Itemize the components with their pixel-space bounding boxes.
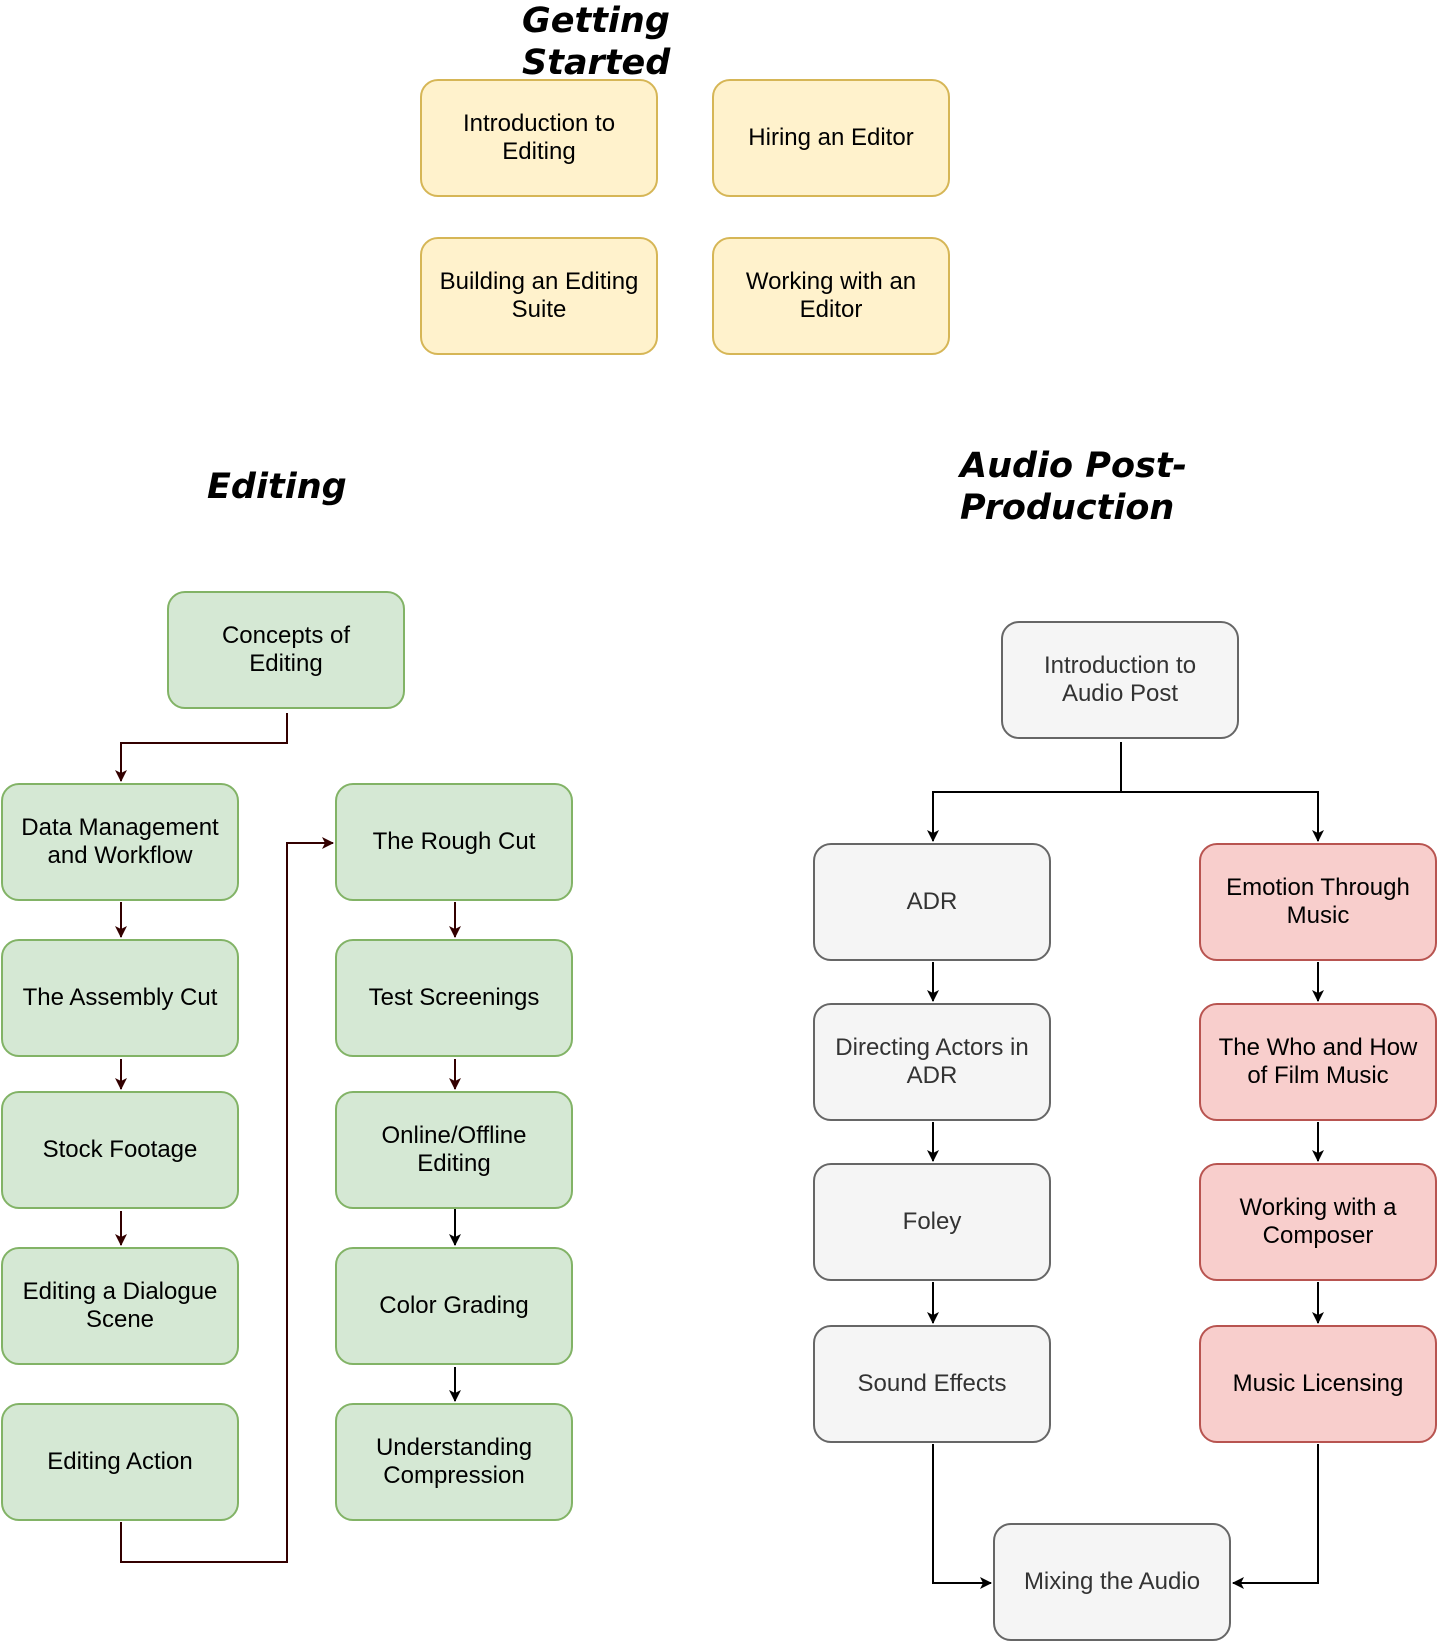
- node-label: Music Licensing: [1232, 1369, 1404, 1397]
- title-audio-post-production: Audio Post-Production: [960, 446, 1188, 528]
- node-working-with-an-editor[interactable]: Working with an Editor: [712, 237, 950, 355]
- node-label: Introduction to Editing: [462, 109, 616, 165]
- node-mixing-the-audio[interactable]: Mixing the Audio: [993, 1523, 1231, 1641]
- node-label: Test Screenings: [368, 983, 540, 1011]
- title-getting-started: Getting Started: [522, 1, 671, 83]
- node-label: Sound Effects: [857, 1369, 1007, 1397]
- node-the-assembly-cut[interactable]: The Assembly Cut: [1, 939, 239, 1057]
- node-label: The Who and How of Film Music: [1218, 1033, 1418, 1089]
- node-label: Online/Offline Editing: [381, 1121, 527, 1177]
- edge-action-to-rough: [120, 837, 334, 1563]
- node-label: Emotion Through Music: [1226, 873, 1410, 929]
- node-label: ADR: [906, 887, 958, 915]
- node-label: The Rough Cut: [372, 827, 536, 855]
- node-test-screenings[interactable]: Test Screenings: [335, 939, 573, 1057]
- node-stock-footage[interactable]: Stock Footage: [1, 1091, 239, 1209]
- node-the-who-and-how-of-film-music[interactable]: The Who and How of Film Music: [1199, 1003, 1437, 1121]
- node-label: Mixing the Audio: [1023, 1567, 1201, 1595]
- node-label: Data Management and Workflow: [21, 813, 219, 869]
- node-editing-a-dialogue-scene[interactable]: Editing a Dialogue Scene: [1, 1247, 239, 1365]
- edge-concepts-to-data: [115, 713, 288, 782]
- node-data-management-and-workflow[interactable]: Data Management and Workflow: [1, 783, 239, 901]
- node-label: Hiring an Editor: [748, 123, 914, 151]
- node-label: Working with an Editor: [745, 267, 917, 323]
- node-adr[interactable]: ADR: [813, 843, 1051, 961]
- node-online-offline-editing[interactable]: Online/Offline Editing: [335, 1091, 573, 1209]
- node-introduction-to-audio-post[interactable]: Introduction to Audio Post: [1001, 621, 1239, 739]
- node-color-grading[interactable]: Color Grading: [335, 1247, 573, 1365]
- node-working-with-a-composer[interactable]: Working with a Composer: [1199, 1163, 1437, 1281]
- node-label: Directing Actors in ADR: [835, 1033, 1029, 1089]
- node-label: Building an Editing Suite: [439, 267, 639, 323]
- node-editing-action[interactable]: Editing Action: [1, 1403, 239, 1521]
- title-editing: Editing: [207, 467, 347, 507]
- node-concepts-of-editing[interactable]: Concepts of Editing: [167, 591, 405, 709]
- node-directing-actors-in-adr[interactable]: Directing Actors in ADR: [813, 1003, 1051, 1121]
- node-the-rough-cut[interactable]: The Rough Cut: [335, 783, 573, 901]
- node-label: Foley: [902, 1207, 962, 1235]
- node-building-an-editing-suite[interactable]: Building an Editing Suite: [420, 237, 658, 355]
- node-sound-effects[interactable]: Sound Effects: [813, 1325, 1051, 1443]
- node-label: Stock Footage: [42, 1135, 198, 1163]
- node-label: Editing a Dialogue Scene: [22, 1277, 218, 1333]
- edge-sfx-to-mixing: [932, 1444, 992, 1589]
- node-label: Color Grading: [379, 1291, 529, 1319]
- node-foley[interactable]: Foley: [813, 1163, 1051, 1281]
- node-label: Concepts of Editing: [221, 621, 351, 677]
- node-label: Understanding Compression: [375, 1433, 533, 1489]
- node-label: Editing Action: [47, 1447, 193, 1475]
- edge-intro-to-adr: [927, 742, 1122, 842]
- node-introduction-to-editing[interactable]: Introduction to Editing: [420, 79, 658, 197]
- node-music-licensing[interactable]: Music Licensing: [1199, 1325, 1437, 1443]
- edge-intro-to-emotion: [1121, 791, 1324, 842]
- node-understanding-compression[interactable]: Understanding Compression: [335, 1403, 573, 1521]
- node-label: Introduction to Audio Post: [1043, 651, 1197, 707]
- edge-licensing-to-mixing: [1232, 1444, 1319, 1589]
- node-hiring-an-editor[interactable]: Hiring an Editor: [712, 79, 950, 197]
- node-label: Working with a Composer: [1239, 1193, 1397, 1249]
- node-label: The Assembly Cut: [22, 983, 218, 1011]
- node-emotion-through-music[interactable]: Emotion Through Music: [1199, 843, 1437, 961]
